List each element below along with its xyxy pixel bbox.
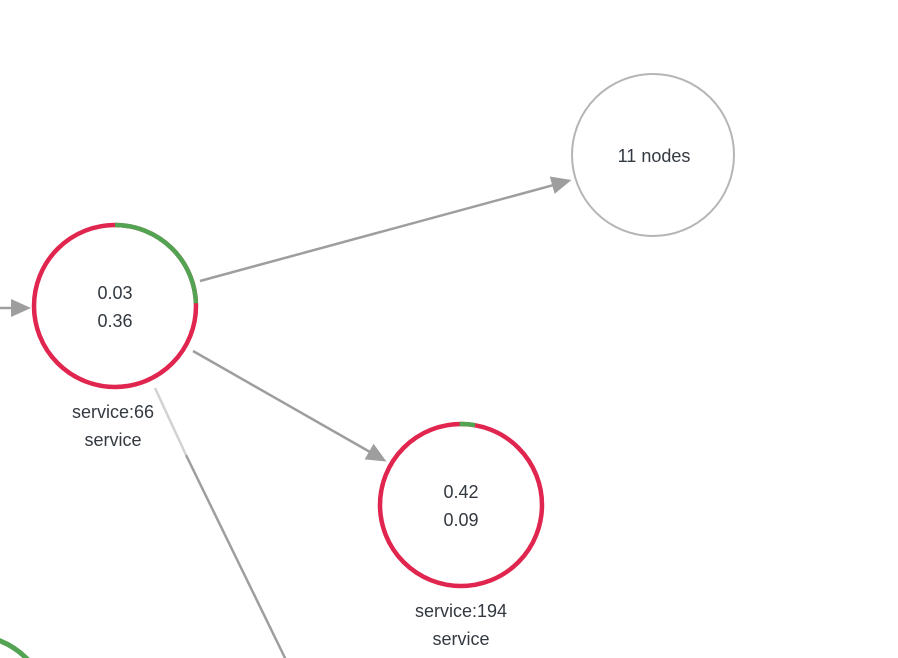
edge-service66-to-offscreen-bottom[interactable]	[153, 387, 287, 658]
node-type: service	[84, 430, 142, 450]
node-name: service:194	[414, 601, 508, 621]
node-service66[interactable]	[31, 222, 199, 390]
service194-metrics: 0.42 0.09	[443, 478, 478, 534]
node-type: service	[432, 629, 490, 649]
edge-line[interactable]	[199, 183, 554, 283]
service66-metrics: 0.03 0.36	[97, 279, 132, 335]
service66-label: service:66 service	[72, 398, 154, 454]
node-offscreen-green-ring[interactable]	[0, 635, 50, 658]
node-ring-green-arc	[459, 421, 476, 428]
edge-line[interactable]	[192, 349, 371, 454]
arrowhead-icon	[549, 176, 572, 194]
metric-value-bottom: 0.09	[443, 510, 479, 530]
node-service194[interactable]	[377, 421, 545, 589]
edge-service66-to-cluster[interactable]	[199, 176, 572, 283]
cluster-node-label: 11 nodes	[617, 146, 691, 166]
node-cluster-circle[interactable]	[571, 73, 735, 237]
edge-incoming-left[interactable]	[0, 299, 31, 317]
node-ring-green-arc	[114, 222, 199, 304]
service194-label: service:194 service	[415, 597, 507, 653]
arrowhead-icon	[11, 299, 31, 317]
arrowhead-icon	[364, 443, 387, 462]
metric-value-top: 0.42	[443, 482, 479, 502]
metric-value-bottom: 0.36	[97, 311, 133, 331]
edge-service66-to-service194[interactable]	[192, 349, 387, 462]
edge-line-light-segment[interactable]	[153, 387, 188, 456]
node-name: service:66	[71, 402, 155, 422]
edge-line[interactable]	[184, 454, 287, 658]
metric-value-top: 0.03	[97, 283, 133, 303]
